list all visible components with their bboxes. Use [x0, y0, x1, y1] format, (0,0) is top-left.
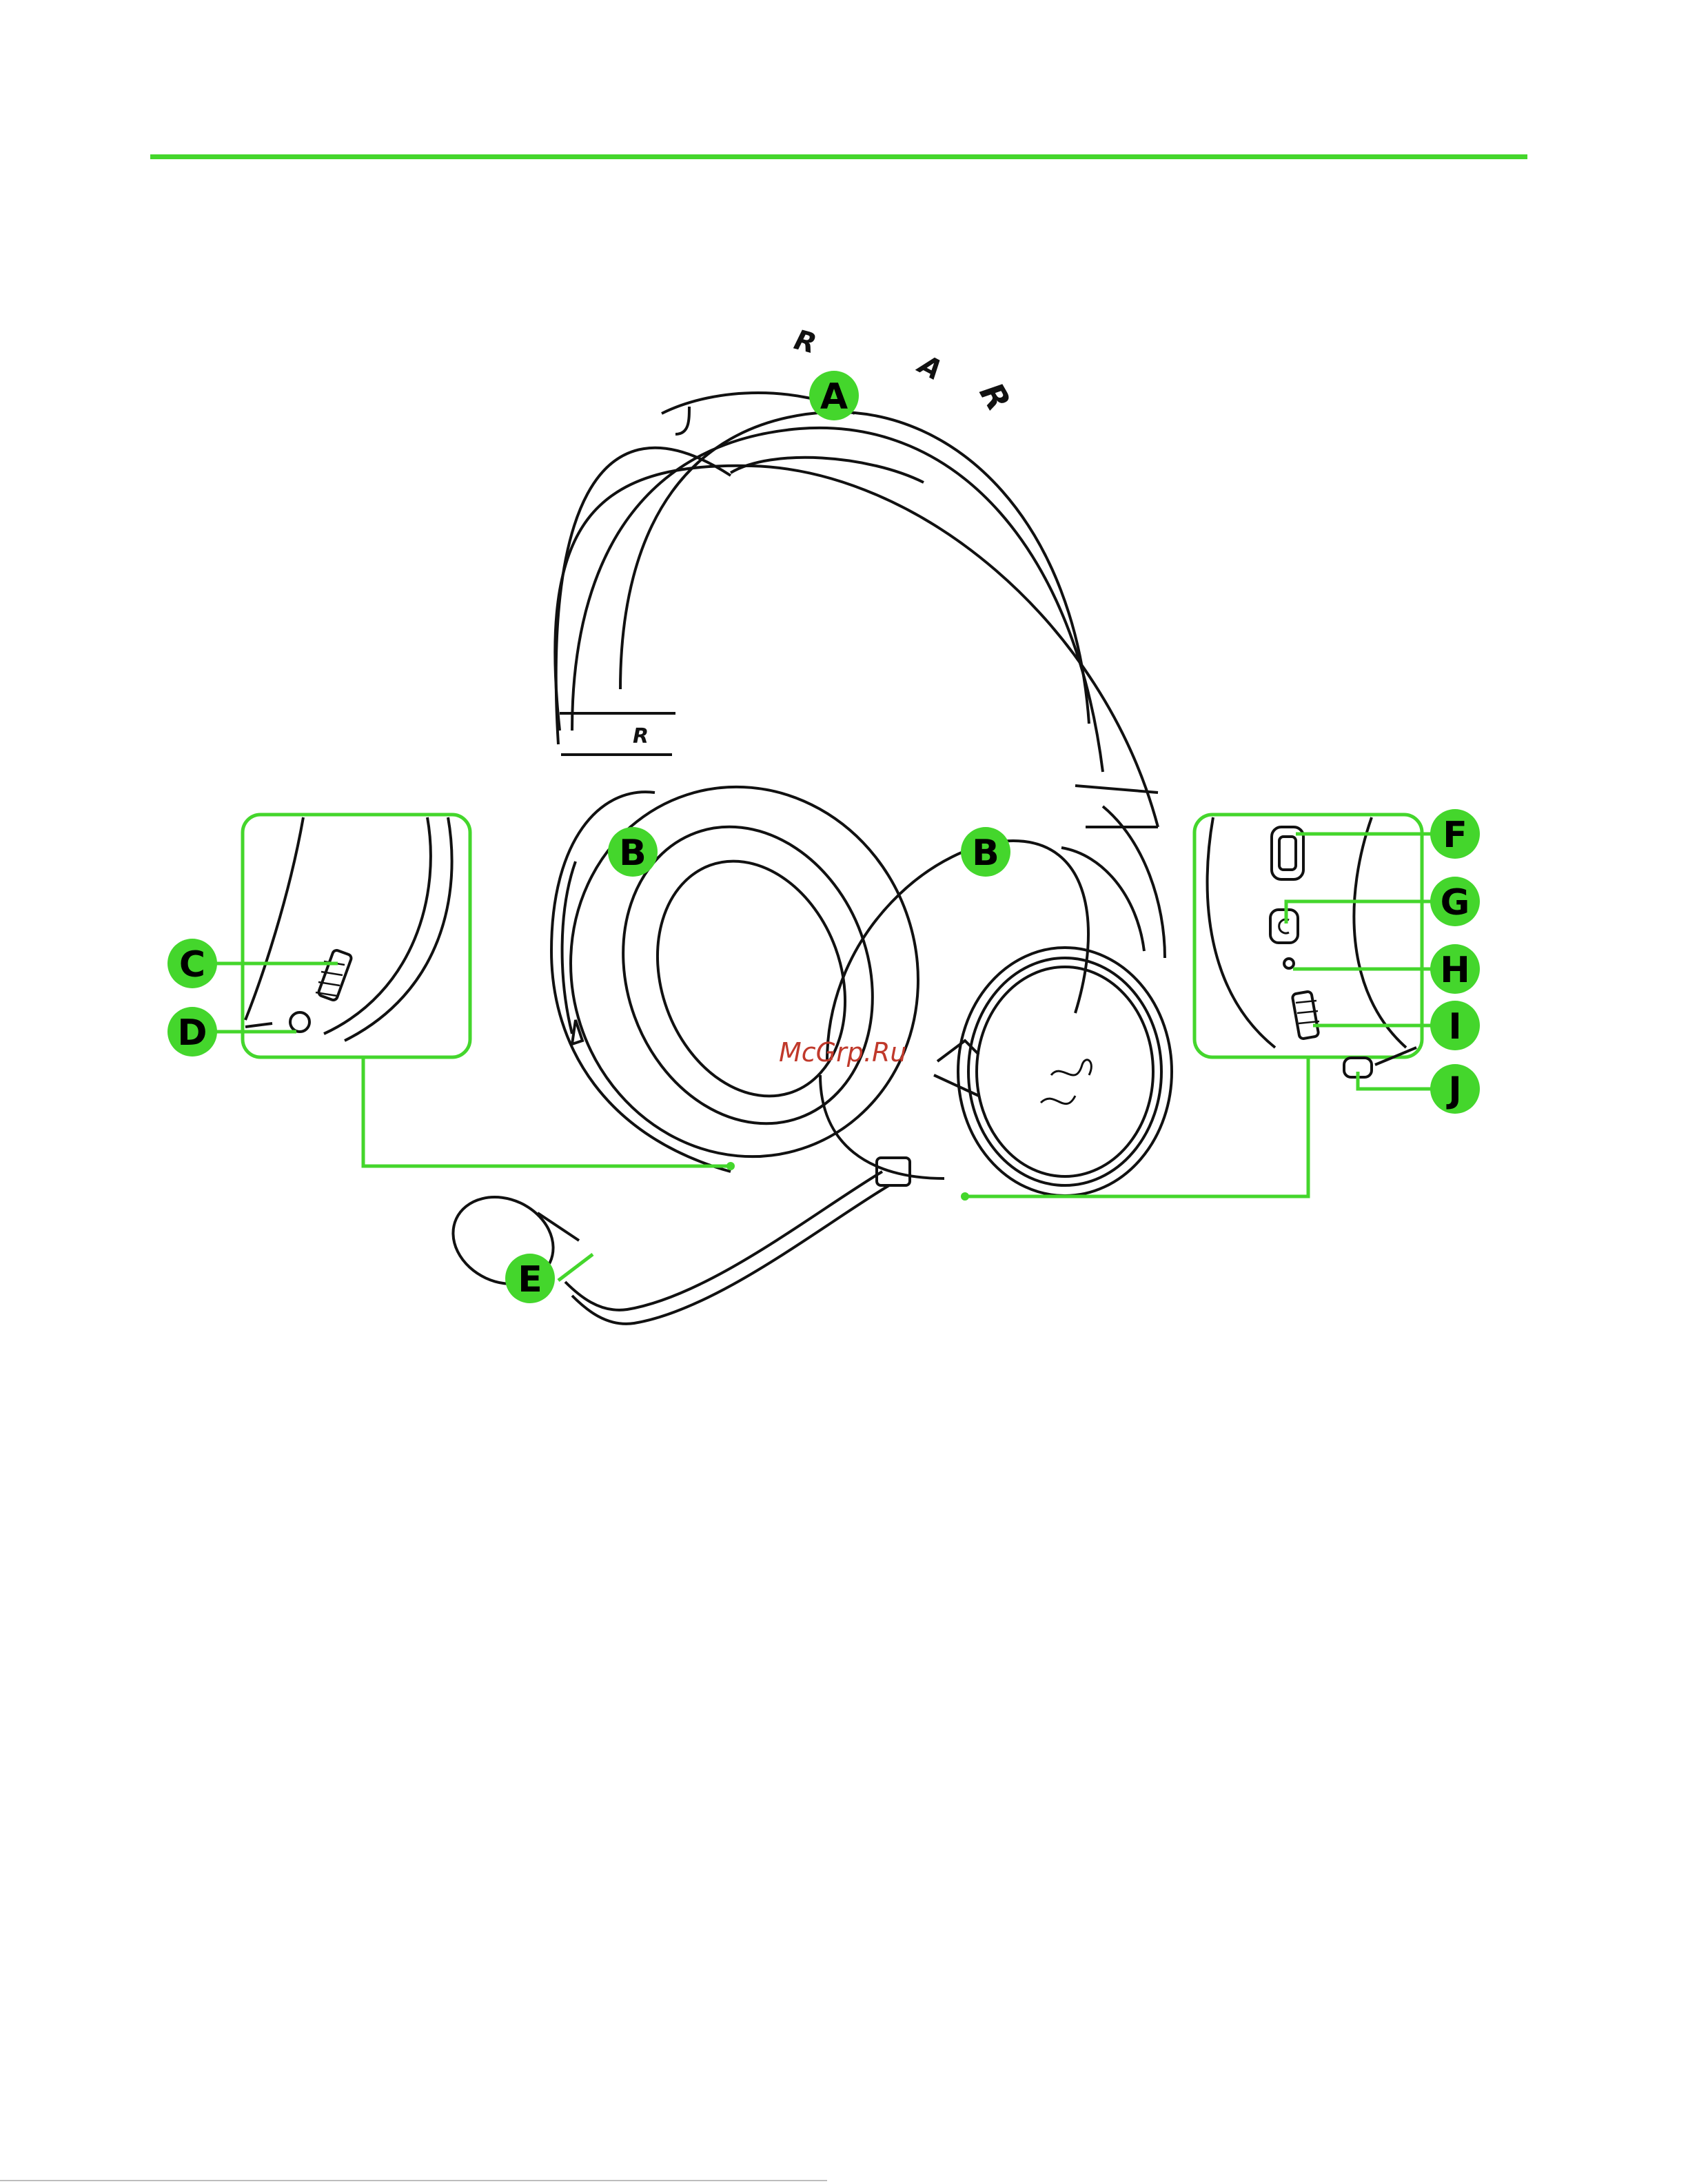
callout-h: H	[1430, 944, 1480, 994]
left-detail-inset	[243, 815, 470, 1172]
callout-i: I	[1430, 1001, 1480, 1050]
callout-f-label: F	[1443, 815, 1467, 856]
callout-f: F	[1430, 809, 1480, 859]
callout-d: D	[167, 1007, 217, 1057]
callout-c: C	[167, 939, 217, 988]
right-detail-inset	[1194, 815, 1422, 1077]
callout-j: J	[1430, 1064, 1480, 1114]
callout-g: G	[1430, 877, 1480, 926]
left-earcup	[523, 742, 966, 1202]
callout-g-label: G	[1441, 882, 1470, 923]
callout-c-label: C	[179, 944, 205, 986]
headband	[555, 393, 1158, 827]
watermark-text: McGrp.Ru	[779, 1037, 906, 1068]
callout-b-left-label: B	[619, 833, 647, 874]
callout-d-label: D	[177, 1012, 207, 1054]
band-tag: R	[633, 724, 649, 748]
callout-j-label: J	[1446, 1070, 1461, 1111]
right-inset-connector	[965, 1057, 1308, 1196]
callout-h-label: H	[1440, 950, 1470, 991]
callout-b-left: B	[608, 827, 658, 877]
headband-letter-0: R	[972, 376, 1018, 418]
callout-e-label: E	[518, 1259, 542, 1300]
callout-b-right: B	[961, 827, 1010, 877]
callout-i-label: I	[1448, 1006, 1461, 1048]
headband-letter-2: R	[791, 324, 820, 360]
callout-b-right-label: B	[972, 833, 999, 874]
callout-e: E	[505, 1254, 555, 1303]
callout-a-label: A	[820, 376, 848, 418]
callout-a: A	[809, 371, 859, 420]
boom-microphone	[439, 1158, 910, 1324]
headband-letter-1: A	[912, 348, 948, 387]
footer-rule	[0, 2180, 827, 2181]
